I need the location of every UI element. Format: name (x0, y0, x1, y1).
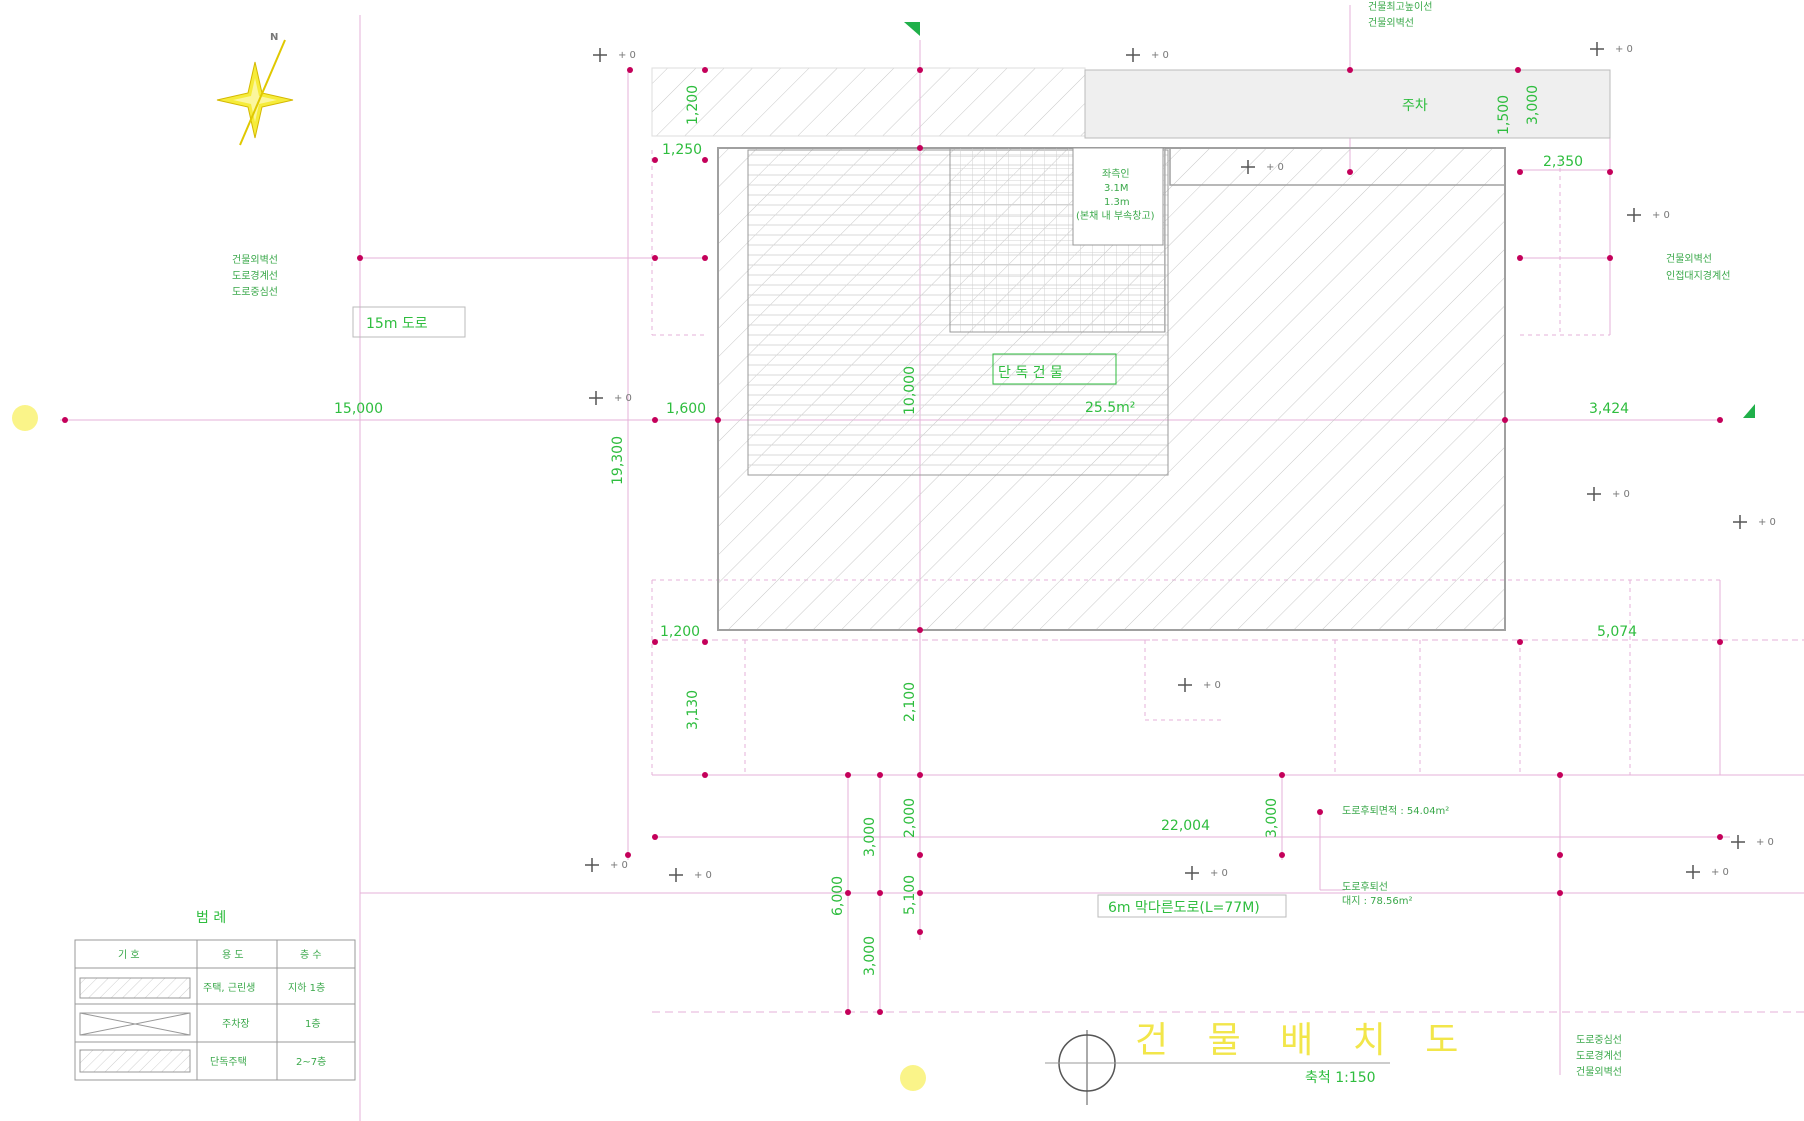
level-10: + 0 (1756, 837, 1774, 848)
north-label: N (270, 32, 278, 43)
legend-row-2-use: 주차장 (222, 1018, 250, 1030)
level-2: + 0 (1151, 50, 1169, 61)
level-1: + 0 (618, 50, 636, 61)
note-top-right-1: 건물최고높이선 (1368, 1, 1432, 13)
legend-header-floors: 층 수 (300, 949, 322, 961)
building-name: 단 독 건 물 (998, 365, 1063, 381)
note-bottom-area: 도로후퇴면적 : 54.04m² (1342, 805, 1449, 817)
dim-3000-d: 3,000 (1525, 85, 1541, 125)
level-3: + 0 (1615, 44, 1633, 55)
building-step (1169, 148, 1505, 186)
dim-10000: 10,000 (902, 366, 918, 415)
building-area: 25.5m² (1085, 400, 1135, 416)
legend-row-3-use: 단독주택 (210, 1056, 247, 1068)
building-name-frame (992, 353, 1117, 385)
dim-5100: 5,100 (902, 875, 918, 915)
hall-note-3: 1.3m (1104, 197, 1130, 208)
legend-row-2-floors: 1층 (305, 1018, 321, 1030)
dim-3424: 3,424 (1589, 401, 1629, 417)
dim-1600-mid: 1,600 (666, 401, 706, 417)
dim-5074: 5,074 (1597, 624, 1637, 640)
section-marker-right (1743, 404, 1755, 418)
legend-row-1-use: 주택, 근린생 (203, 982, 255, 994)
note-left-1: 건물외벽선 (232, 254, 278, 266)
level-6: + 0 (614, 393, 632, 404)
legend-row-1-floors: 지하 1층 (288, 981, 325, 994)
dim-3000-a: 3,000 (862, 817, 878, 857)
level-4: + 0 (1266, 162, 1284, 173)
legend-row-3-floors: 2~7층 (296, 1056, 326, 1068)
note-br-3: 건물외벽선 (1576, 1066, 1622, 1078)
dim-1250: 1,250 (662, 142, 702, 158)
drawing-scale: 축척 1:150 (1305, 1070, 1376, 1086)
legend-table (74, 939, 356, 1081)
legend-title: 범 례 (196, 910, 226, 926)
note-br-2: 도로경계선 (1576, 1049, 1622, 1062)
dim-3000-b: 3,000 (862, 936, 878, 976)
dim-3000-c: 3,000 (1264, 798, 1280, 838)
road-bottom-label: 6m 막다른도로(L=77M) (1108, 900, 1260, 916)
level-13: + 0 (1210, 868, 1228, 879)
road-label: 15m 도로 (366, 316, 428, 332)
dim-2350: 2,350 (1543, 154, 1583, 170)
hall-note-2: 3.1M (1104, 183, 1129, 194)
note-left-2: 도로경계선 (232, 269, 278, 282)
level-11: + 0 (610, 860, 628, 871)
note-right-2: 인접대지경계선 (1666, 269, 1730, 282)
axis-marker-bottom (900, 1065, 926, 1091)
parking-area (1084, 69, 1611, 139)
level-9: + 0 (1203, 680, 1221, 691)
hall-note-1: 좌측인 (1102, 168, 1130, 180)
level-markers (585, 42, 1747, 882)
parking-label: 주차 (1402, 98, 1428, 114)
dim-2100: 2,100 (902, 682, 918, 722)
dim-6000: 6,000 (830, 876, 846, 916)
legend-header-symbol: 기 호 (118, 949, 140, 961)
note-bottom-line2: 대지 : 78.56m² (1342, 895, 1413, 907)
dim-1200-bot: 1,200 (660, 624, 700, 640)
legend-header-use: 용 도 (222, 949, 244, 961)
hall-room (1072, 147, 1164, 246)
road-label-frame (352, 306, 466, 338)
road-bottom-label-frame (1097, 894, 1287, 918)
level-5: + 0 (1652, 210, 1670, 221)
dim-left-road: 15,000 (334, 401, 383, 417)
axis-marker-left (12, 405, 38, 431)
legend-symbol-parking (79, 1012, 191, 1036)
dim-1200-top: 1,200 (685, 85, 701, 125)
note-br-1: 도로중심선 (1576, 1034, 1622, 1046)
note-right-1: 건물외벽선 (1666, 253, 1712, 265)
level-7: + 0 (1612, 489, 1630, 500)
section-marker-top (904, 22, 920, 36)
note-left-3: 도로중심선 (232, 286, 278, 298)
legend-symbol-house (79, 1049, 191, 1073)
dim-2000: 2,000 (902, 798, 918, 838)
dim-19300: 19,300 (610, 436, 626, 485)
dim-3130: 3,130 (685, 690, 701, 730)
note-bottom-line: 도로후퇴선 (1342, 881, 1388, 893)
dim-22004: 22,004 (1161, 818, 1210, 834)
drawing-title: 건 물 배 치 도 (1135, 1020, 1472, 1061)
note-top-right-2: 건물외벽선 (1368, 17, 1414, 29)
compass-icon (216, 39, 294, 146)
level-14: + 0 (1711, 867, 1729, 878)
nodes (62, 67, 1723, 1015)
level-12: + 0 (694, 870, 712, 881)
legend-symbol-hatch (79, 977, 191, 999)
level-8: + 0 (1758, 517, 1776, 528)
dim-1500-right-top: 1,500 (1496, 95, 1512, 135)
adjacent-hatch-strip (651, 67, 1086, 137)
hall-note-4: (본채 내 부속창고) (1076, 210, 1155, 222)
